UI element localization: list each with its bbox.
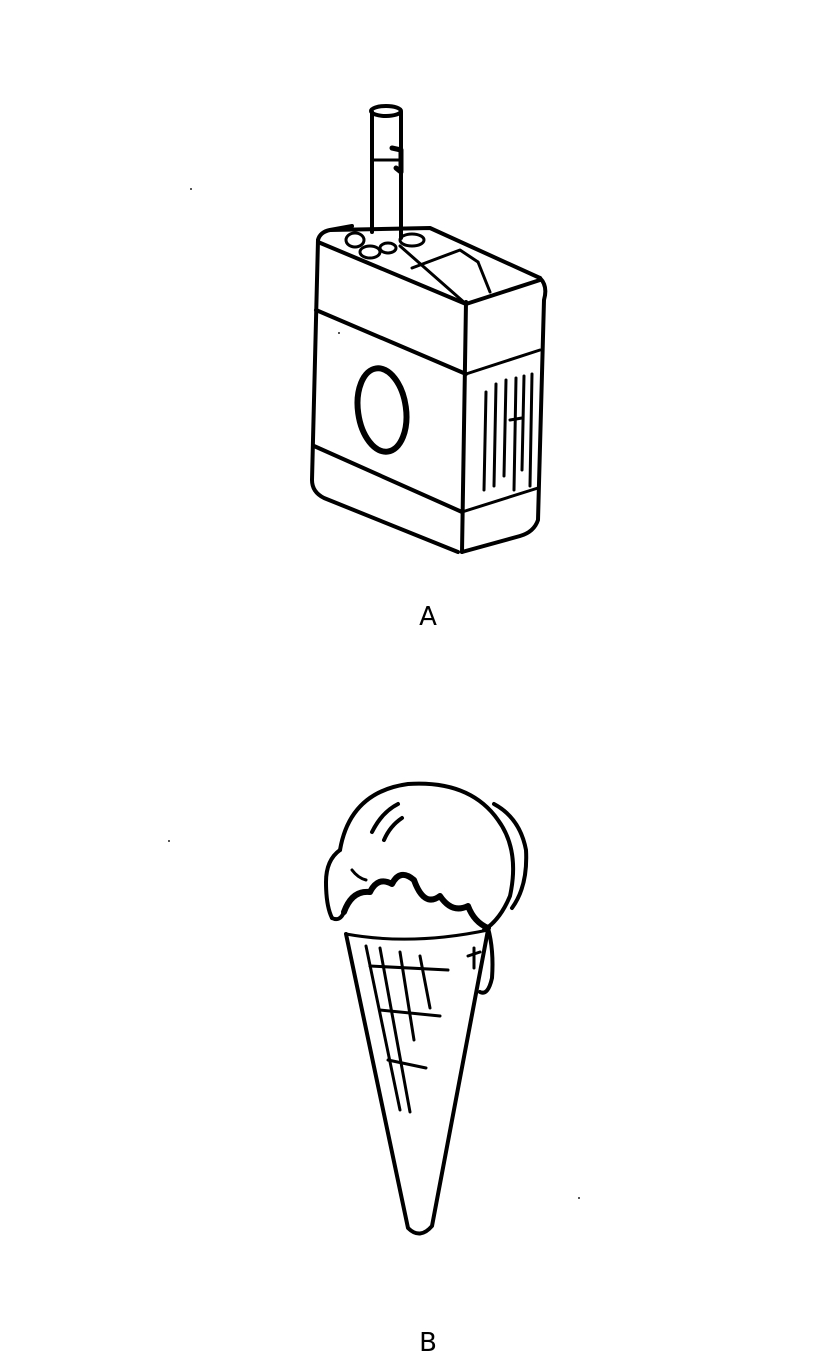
speck: [190, 188, 192, 190]
figure-b-label: B: [419, 1328, 437, 1358]
speck: [168, 840, 170, 842]
figure-a-label: A: [419, 602, 437, 632]
speck: [578, 1197, 580, 1199]
cigarette-pack-icon: [310, 104, 548, 554]
figure-b: B: [0, 700, 840, 1365]
ice-cream-cone-icon: [324, 781, 529, 1236]
speck: [338, 332, 340, 334]
figure-a: A: [0, 0, 840, 640]
